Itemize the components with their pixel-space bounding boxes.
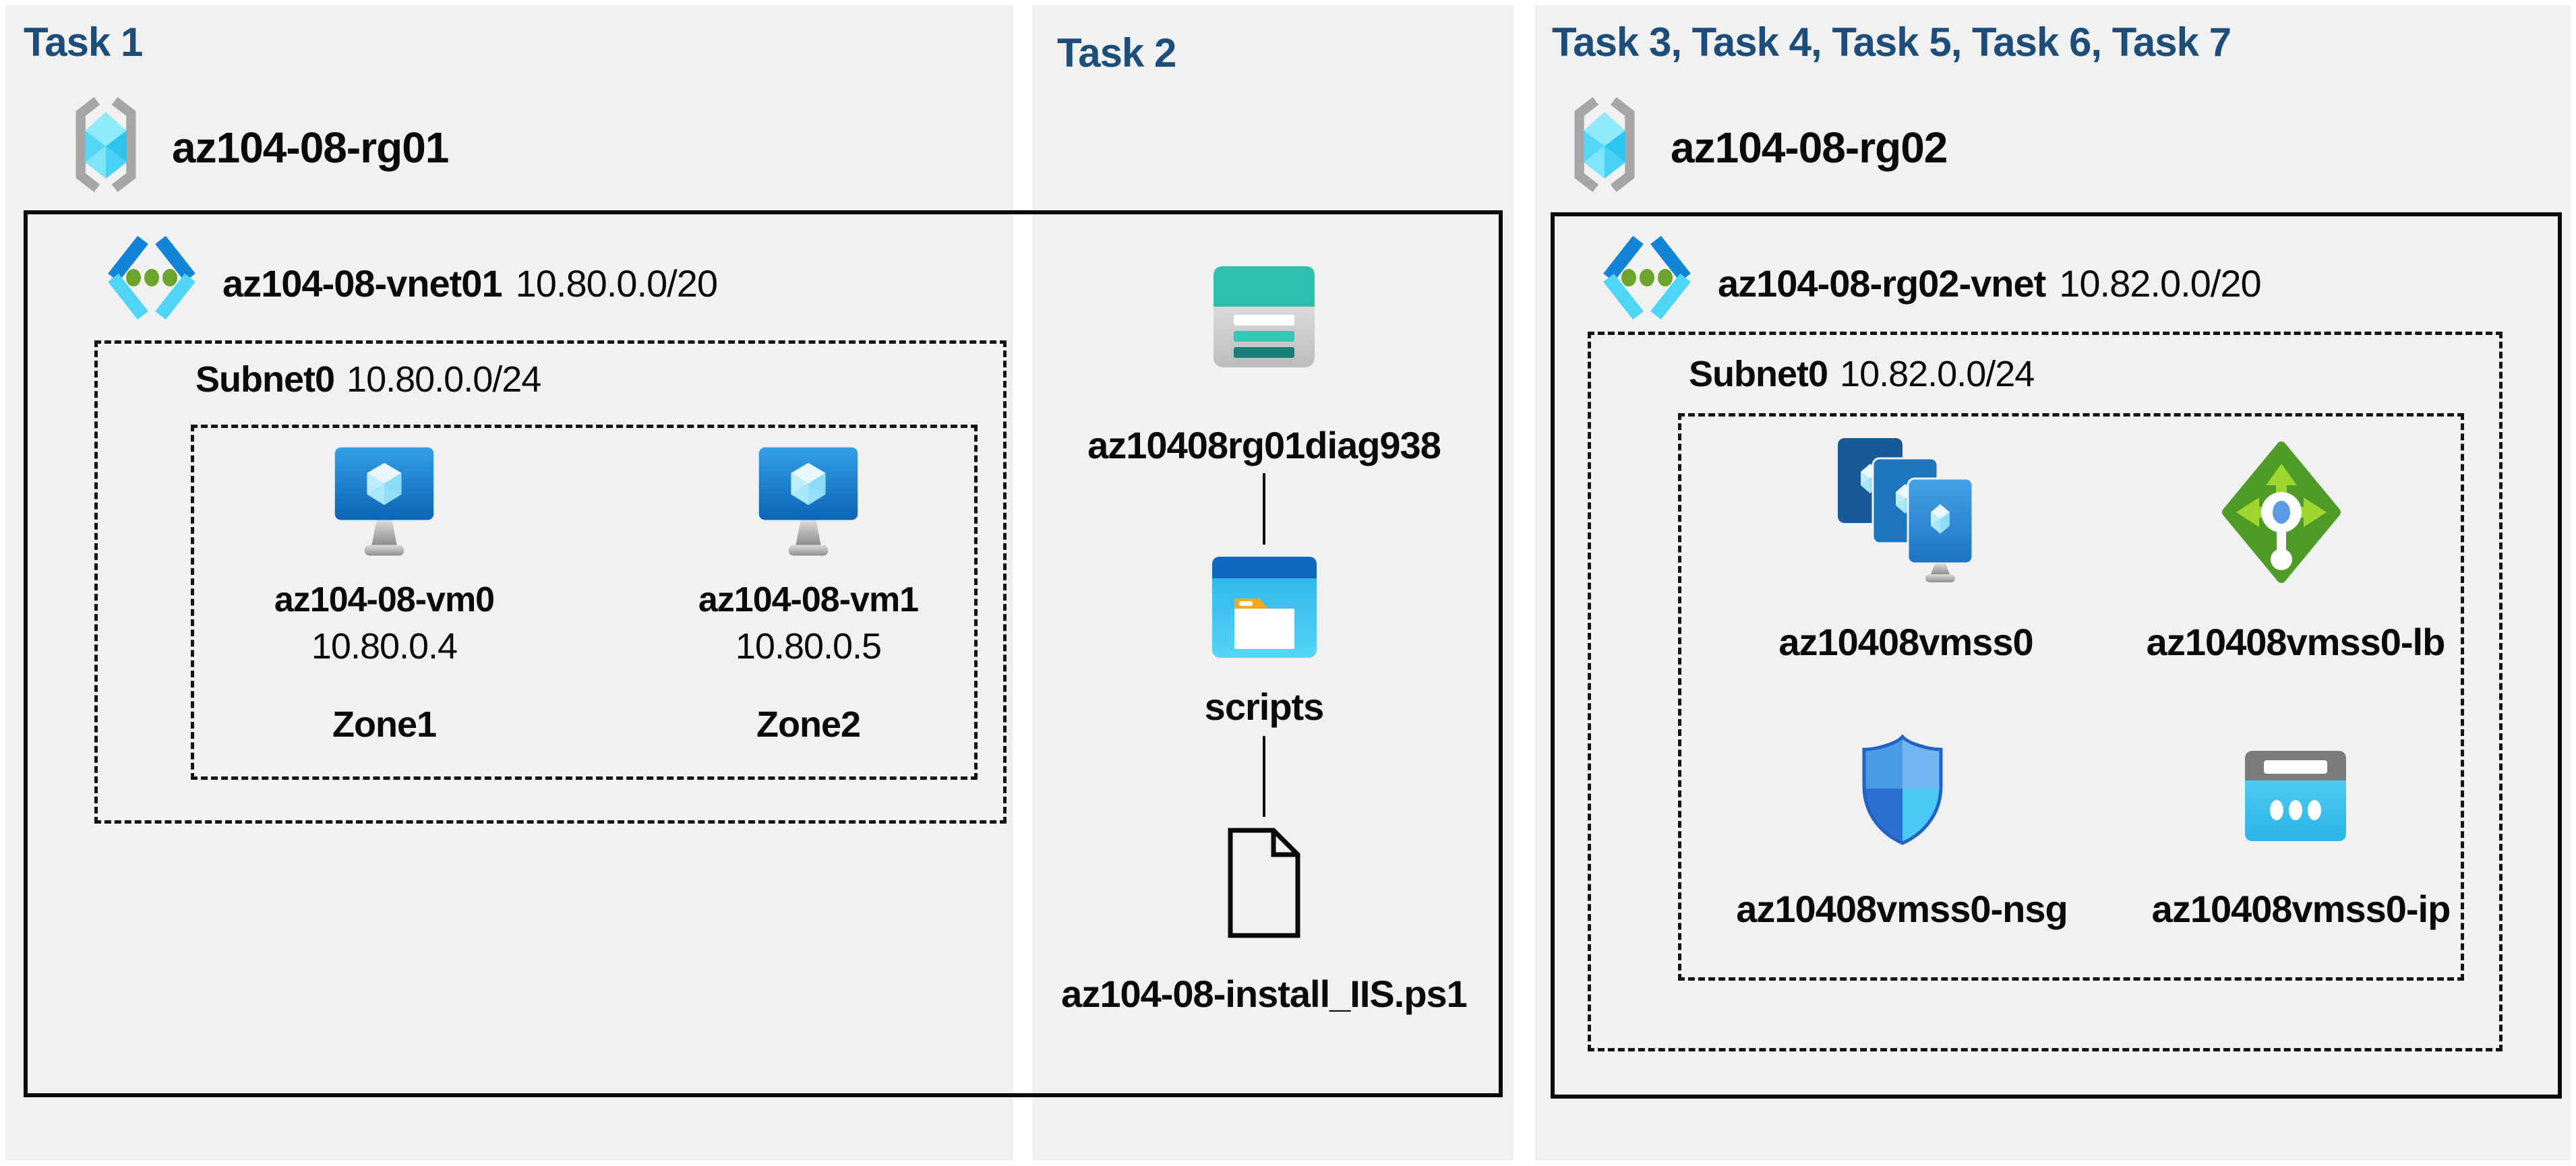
- vm0-name: az104-08-vm0: [274, 580, 495, 619]
- vm0-ip: 10.80.0.4: [311, 626, 458, 667]
- subnet0-name: Subnet0: [196, 359, 335, 400]
- rg02-name: az104-08-rg02: [1671, 123, 1948, 172]
- network-security-group-icon: [1857, 735, 1948, 845]
- panel-task3: [1535, 5, 2571, 1161]
- resource-group-icon: [1561, 96, 1648, 193]
- file-icon: [1224, 825, 1305, 941]
- connector-line: [1263, 473, 1265, 545]
- subnet0-cidr: 10.82.0.0/24: [1840, 354, 2035, 394]
- blob-container-icon: [1212, 557, 1317, 658]
- subnet0-label-task3: Subnet0 10.82.0.0/24: [1689, 353, 2035, 395]
- container-name: scripts: [1204, 685, 1325, 728]
- vm1-zone: Zone2: [756, 704, 861, 745]
- task3-title: Task 3, Task 4, Task 5, Task 6, Task 7: [1552, 20, 2231, 65]
- virtual-network-icon: [1596, 231, 1698, 325]
- resource-group-icon: [62, 96, 150, 193]
- vm1-ip: 10.80.0.5: [735, 626, 882, 667]
- subnet0-cidr: 10.80.0.0/24: [347, 359, 541, 400]
- subnet0-label-task1: Subnet0 10.80.0.0/24: [196, 359, 541, 400]
- rg01-name: az104-08-rg01: [172, 123, 449, 172]
- public-ip-name: az10408vmss0-ip: [2151, 888, 2451, 930]
- vnet02-cidr: 10.82.0.0/20: [2059, 262, 2261, 305]
- rg01-boundary-box: [24, 210, 1503, 1097]
- load-balancer-icon: [2220, 439, 2343, 585]
- vmss-name: az10408vmss0: [1778, 621, 2033, 663]
- vm-group-box: [191, 425, 978, 780]
- storage-account-icon: [1214, 266, 1315, 367]
- subnet0-name: Subnet0: [1689, 354, 1828, 394]
- vnet02-label: az104-08-rg02-vnet 10.82.0.0/20: [1718, 262, 2262, 305]
- storage-account-name: az10408rg01diag938: [1087, 424, 1441, 466]
- nsg-name: az10408vmss0-nsg: [1736, 888, 2068, 930]
- lb-name: az10408vmss0-lb: [2146, 621, 2446, 663]
- virtual-machine-icon: [334, 446, 435, 563]
- task1-title: Task 1: [24, 20, 143, 65]
- vmss-group-box: [1678, 413, 2464, 981]
- connector-line: [1263, 736, 1265, 817]
- vnet01-name: az104-08-vnet01: [222, 262, 503, 305]
- subnet0-box-task1: [94, 340, 1007, 824]
- rg02-boundary-box: [1551, 212, 2562, 1099]
- script-file-name: az104-08-install_IIS.ps1: [1061, 973, 1468, 1015]
- vnet02-name: az104-08-rg02-vnet: [1718, 262, 2046, 305]
- vnet01-cidr: 10.80.0.0/20: [515, 262, 718, 305]
- vm1-name: az104-08-vm1: [698, 580, 919, 619]
- subnet0-box-task3: [1588, 332, 2503, 1051]
- virtual-network-icon: [101, 231, 202, 325]
- panel-task1: [5, 5, 1013, 1161]
- vm-scale-set-icon: [1835, 437, 1977, 584]
- vnet01-label: az104-08-vnet01 10.80.0.0/20: [222, 262, 718, 305]
- public-ip-icon: [2240, 745, 2352, 847]
- task2-title: Task 2: [1057, 30, 1176, 75]
- vm0-zone: Zone1: [332, 704, 437, 745]
